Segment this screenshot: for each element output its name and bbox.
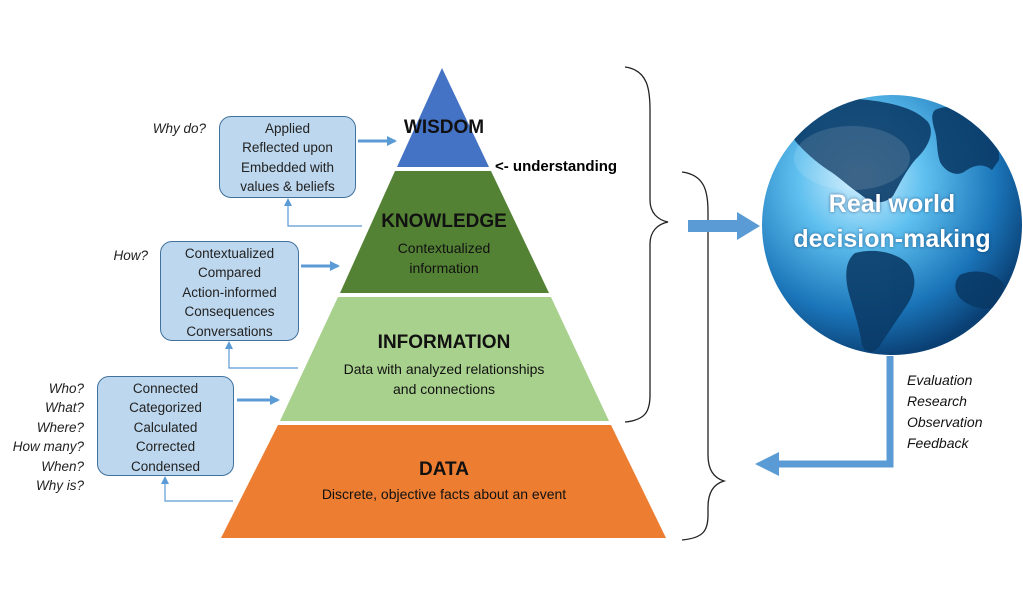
information-question: Where?	[36, 419, 84, 435]
globe-title-line-1: Real world	[828, 190, 956, 218]
information-item: Condensed	[130, 458, 201, 474]
information-question: When?	[41, 458, 84, 474]
wisdom-item: Reflected upon	[242, 140, 333, 156]
information-description-line-2: and connections	[393, 381, 495, 397]
connector-knowledge-arrowhead	[284, 198, 292, 206]
connector-information-to-box	[228, 344, 298, 369]
knowledge-description-line-1: Contextualized	[397, 240, 491, 256]
wisdom-item: values & beliefs	[240, 179, 335, 195]
information-questions: Who? What? Where? How many? When? Why is…	[2, 379, 84, 495]
information-question: Why is?	[35, 478, 84, 494]
connector-information-arrowhead	[225, 341, 233, 349]
understanding-label: <- understanding	[495, 158, 618, 175]
knowledge-item: Contextualized	[184, 246, 275, 261]
data-description: Discrete, objective facts about an event	[321, 486, 567, 502]
wisdom-question: Why do?	[152, 121, 206, 136]
information-description-line-1: Data with analyzed relationships	[343, 361, 545, 377]
feedback-item: Research	[907, 393, 967, 409]
wisdom-process-box: Applied Reflected upon Embedded with val…	[219, 116, 356, 198]
return-arrow-head	[755, 452, 779, 476]
knowledge-title: KNOWLEDGE	[381, 211, 507, 232]
pyramid-information	[280, 297, 609, 421]
connector-data-arrowhead	[161, 476, 169, 484]
pyramid-wisdom	[397, 68, 489, 167]
knowledge-item: Compared	[197, 265, 262, 281]
wisdom-item: Applied	[264, 121, 311, 136]
globe-title-line-2: decision-making	[793, 225, 991, 253]
feedback-item: Evaluation	[907, 372, 973, 388]
information-item: Categorized	[129, 400, 202, 416]
knowledge-item: Action-informed	[182, 284, 277, 300]
globe-title: Real world decision-making	[772, 187, 1012, 257]
pyramid-knowledge	[340, 171, 549, 293]
information-item: Connected	[132, 381, 199, 396]
brace-upper	[624, 66, 669, 423]
information-question: How many?	[12, 439, 84, 455]
pyramid-data	[221, 425, 666, 538]
information-question: Who?	[48, 381, 84, 396]
connector-knowledge-to-box	[287, 201, 362, 227]
knowledge-description-line-2: information	[409, 260, 479, 276]
brace-lower	[681, 171, 727, 541]
data-title: DATA	[419, 459, 469, 480]
information-item: Corrected	[135, 439, 196, 455]
knowledge-item: Consequences	[184, 304, 275, 320]
return-arrow-shaft	[775, 356, 894, 468]
information-item: Calculated	[133, 419, 198, 435]
connector-data-to-box	[164, 479, 233, 502]
feedback-item: Observation	[907, 414, 983, 430]
wisdom-title: WISDOM	[403, 117, 485, 138]
knowledge-process-box: Contextualized Compared Action-informed …	[160, 241, 299, 341]
feedback-item: Feedback	[907, 435, 969, 451]
knowledge-question: How?	[113, 248, 148, 263]
information-question: What?	[44, 400, 84, 416]
wisdom-item: Embedded with	[240, 159, 335, 175]
information-process-box: Connected Categorized Calculated Correct…	[97, 376, 234, 476]
arrow-to-globe	[688, 212, 760, 240]
knowledge-item: Conversations	[186, 323, 273, 339]
information-title: INFORMATION	[377, 332, 511, 353]
feedback-list: Evaluation Research Observation Feedback	[907, 370, 982, 454]
